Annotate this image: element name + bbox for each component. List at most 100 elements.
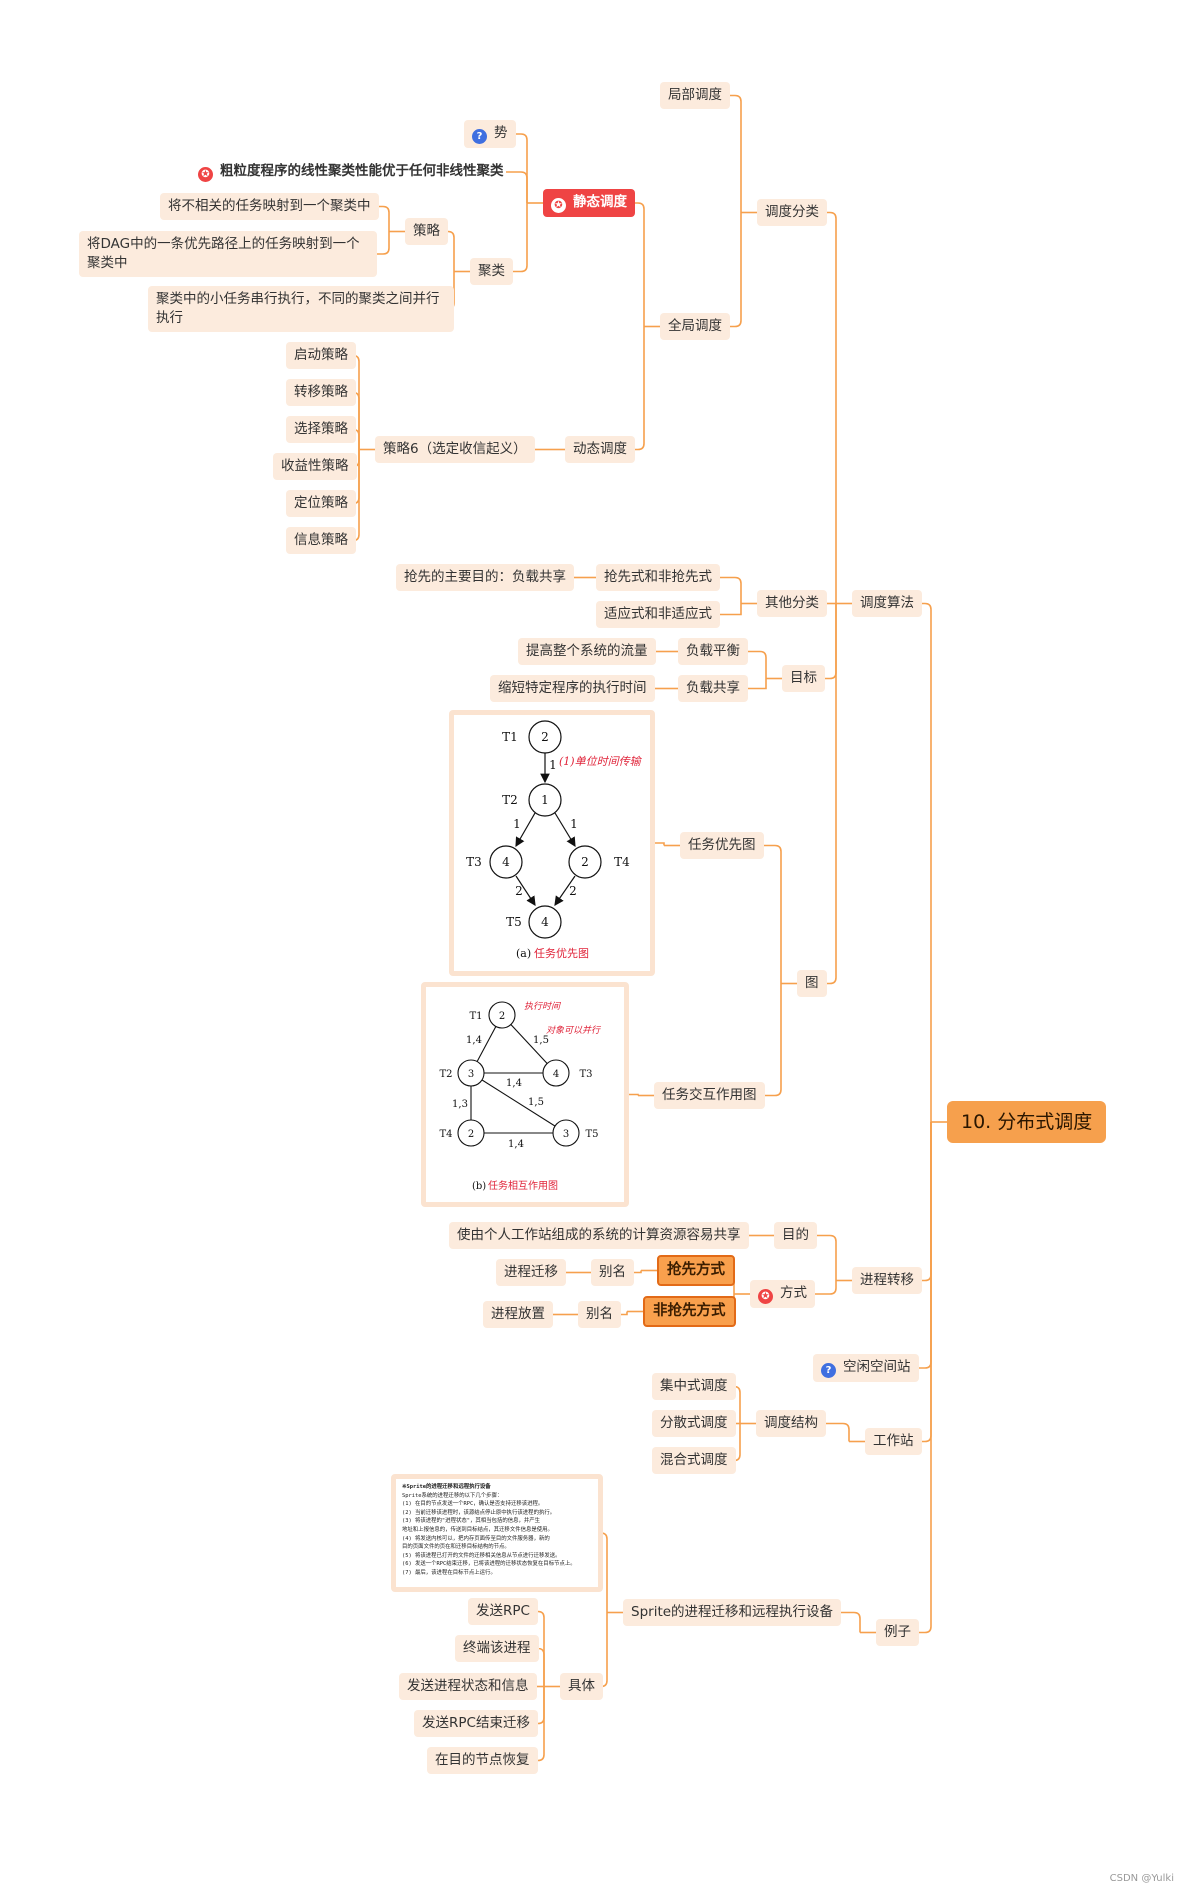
node-adaptive[interactable]: 适应式和非适应式 <box>596 601 720 628</box>
edge-weight: 1 <box>549 758 557 772</box>
node-prec-graph[interactable]: 任务优先图 <box>680 832 764 859</box>
node-inter-graph[interactable]: 任务交互作用图 <box>654 1082 765 1109</box>
node-sched-algo[interactable]: 调度算法 <box>852 590 922 617</box>
node-workstation[interactable]: 工作站 <box>865 1428 922 1455</box>
node-value: 4 <box>541 915 549 929</box>
sprite-note-line: (7) 最后，该进程在目标节点上运行。 <box>402 1569 496 1576</box>
node-shi-label: 势 <box>494 125 508 141</box>
node-shi[interactable]: ?势 <box>464 120 516 148</box>
node-value: 4 <box>502 855 510 869</box>
edge-weight: 1 <box>570 817 578 831</box>
node-hybrid[interactable]: 混合式调度 <box>652 1447 736 1474</box>
node-value: 2 <box>581 855 589 869</box>
node-profit-p[interactable]: 收益性策略 <box>273 453 357 480</box>
node-proc-migration[interactable]: 进程转移 <box>852 1267 922 1294</box>
node-value: 2 <box>468 1129 474 1140</box>
node-concrete[interactable]: 具体 <box>560 1673 603 1700</box>
node-map2[interactable]: 将DAG中的一条优先路径上的任务映射到一个聚类中 <box>79 231 377 277</box>
node-placement[interactable]: 进程放置 <box>483 1301 553 1328</box>
node-goal[interactable]: 目标 <box>782 665 825 692</box>
node-send-rpc[interactable]: 发送RPC <box>468 1598 538 1625</box>
handwritten-note: 对象可以并行 <box>546 1025 602 1036</box>
edge-weight: 2 <box>569 884 577 898</box>
node-terminate[interactable]: 终端该进程 <box>455 1635 539 1662</box>
node-value: 2 <box>541 730 549 744</box>
node-sched-struct[interactable]: 调度结构 <box>756 1410 826 1437</box>
node-info-p[interactable]: 信息策略 <box>286 527 356 554</box>
node-sched-class[interactable]: 调度分类 <box>757 199 827 226</box>
edge-weight: 1,5 <box>528 1097 544 1108</box>
node-purpose[interactable]: 目的 <box>774 1222 817 1249</box>
star-icon: ✪ <box>758 1289 773 1304</box>
node-throughput[interactable]: 提高整个系统的流量 <box>518 638 656 665</box>
node-coarse[interactable]: ✪粗粒度程序的线性聚类性能优于任何非线性聚类 <box>196 158 506 186</box>
node-strategy[interactable]: 策略 <box>405 218 448 245</box>
node-dynamic[interactable]: 动态调度 <box>565 436 635 463</box>
node-sprite[interactable]: Sprite的进程迁移和远程执行设备 <box>623 1599 842 1626</box>
node-other-class[interactable]: 其他分类 <box>757 590 827 617</box>
node-map1[interactable]: 将不相关的任务映射到一个聚类中 <box>160 193 379 220</box>
node-local[interactable]: 局部调度 <box>660 82 730 109</box>
handwritten-note: 执行时间 <box>524 1001 561 1012</box>
node-balance[interactable]: 负载平衡 <box>678 638 748 665</box>
question-icon: ? <box>472 129 487 144</box>
node-idle-ws-label: 空闲空间站 <box>843 1359 911 1375</box>
node-preempt-goal[interactable]: 抢先的主要目的：负载共享 <box>396 564 574 591</box>
node-distrib[interactable]: 分散式调度 <box>652 1410 736 1437</box>
sprite-note-line: 目的页面文件的页在和迁移目标结构的节点。 <box>402 1544 510 1551</box>
node-global[interactable]: 全局调度 <box>660 313 730 340</box>
edge-weight: 1,3 <box>452 1099 468 1110</box>
node-share[interactable]: 负载共享 <box>678 675 748 702</box>
node-preemptive[interactable]: 抢先方式 <box>657 1255 735 1286</box>
node-start-p[interactable]: 启动策略 <box>286 342 356 369</box>
node-idle-ws[interactable]: ?空闲空间站 <box>813 1354 919 1382</box>
sprite-note-line: (6) 发送一个RPC结束迁移，已将该进程的迁移状态恢复在目标节点上。 <box>402 1561 576 1568</box>
figure-caption: 任务相互作用图 <box>488 1179 558 1192</box>
node-shorten[interactable]: 缩短特定程序的执行时间 <box>490 675 655 702</box>
node-graph[interactable]: 图 <box>797 970 827 997</box>
node-send-end[interactable]: 发送RPC结束迁移 <box>414 1710 538 1737</box>
node-migrate[interactable]: 进程迁移 <box>496 1259 566 1286</box>
task-label: T5 <box>585 1129 598 1140</box>
node-share-res[interactable]: 使由个人工作站组成的系统的计算资源容易共享 <box>449 1222 749 1249</box>
edge-weight: 1,4 <box>508 1139 524 1150</box>
node-cluster[interactable]: 聚类 <box>470 258 513 285</box>
node-value: 4 <box>553 1069 559 1080</box>
node-static-label: 静态调度 <box>573 194 627 210</box>
edge-weight: 1,4 <box>506 1078 522 1089</box>
node-serial[interactable]: 聚类中的小任务串行执行，不同的聚类之间并行执行 <box>148 286 454 332</box>
node-restore[interactable]: 在目的节点恢复 <box>427 1747 538 1774</box>
node-value: 3 <box>468 1069 474 1080</box>
figure-caption: 任务优先图 <box>534 947 589 960</box>
node-alias1[interactable]: 别名 <box>591 1259 634 1286</box>
node-select-p[interactable]: 选择策略 <box>286 416 356 443</box>
node-alias2[interactable]: 别名 <box>578 1301 621 1328</box>
node-value: 2 <box>499 1011 505 1022</box>
node-example[interactable]: 例子 <box>876 1619 919 1646</box>
node-send-state[interactable]: 发送进程状态和信息 <box>399 1673 537 1700</box>
node-static[interactable]: ✪静态调度 <box>543 189 635 217</box>
sprite-note-line: (5) 将该进程已打开的文件的迁移相关信息从节点进行迁移发送。 <box>402 1552 561 1559</box>
node-policy6[interactable]: 策略6（选定收信起义） <box>375 436 535 463</box>
task-label: T4 <box>614 855 630 869</box>
figure-precedence-graph: 2 1 4 2 4 T1 T2 T3 T4 T5 1 1 1 2 2 (1)单位… <box>449 710 655 976</box>
sprite-note-line: (3) 将该进程的"进程状态"，其相当包括的信息，并产生 <box>402 1518 541 1525</box>
sprite-note-line: Sprite系统的进程迁移的以下几个步骤： <box>402 1492 503 1499</box>
precedence-graph-svg: 2 1 4 2 4 T1 T2 T3 T4 T5 1 1 1 2 2 (1)单位… <box>466 720 643 960</box>
sprite-note-title: ※Sprite的进程迁移和远程执行设备 <box>402 1484 491 1490</box>
node-locate-p[interactable]: 定位策略 <box>286 490 356 517</box>
interaction-graph-svg: 2 3 4 2 3 T1 T2 T3 T4 T5 1,4 1,5 1,4 1,3… <box>439 1001 602 1192</box>
node-method[interactable]: ✪方式 <box>750 1280 815 1308</box>
node-transfer-p[interactable]: 转移策略 <box>286 379 356 406</box>
node-central[interactable]: 集中式调度 <box>652 1373 736 1400</box>
task-label: T1 <box>502 730 518 744</box>
root-node[interactable]: 10. 分布式调度 <box>947 1101 1107 1143</box>
node-nonpreemptive[interactable]: 非抢先方式 <box>643 1296 736 1327</box>
node-value: 1 <box>541 793 549 807</box>
sprite-note-line: (4) 将发送内核可以，把内存页面传至目的文件服务器，新的 <box>402 1535 550 1542</box>
task-label: T2 <box>502 793 518 807</box>
node-preempt[interactable]: 抢先式和非抢先式 <box>596 564 720 591</box>
task-label: T1 <box>469 1011 482 1022</box>
